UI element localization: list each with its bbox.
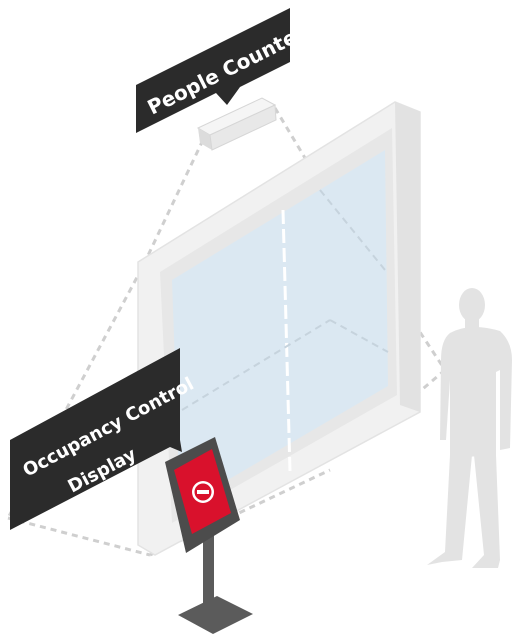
glass-doors <box>172 150 389 508</box>
occupancy-display-kiosk <box>165 437 253 634</box>
people-counter-sensor <box>196 97 277 151</box>
person-silhouette-icon <box>427 288 512 568</box>
door-divider <box>281 209 292 473</box>
kiosk-base <box>178 596 253 634</box>
no-entry-icon <box>192 481 214 503</box>
people-counter-label: People Counter <box>136 8 310 133</box>
kiosk-pole <box>203 530 214 622</box>
